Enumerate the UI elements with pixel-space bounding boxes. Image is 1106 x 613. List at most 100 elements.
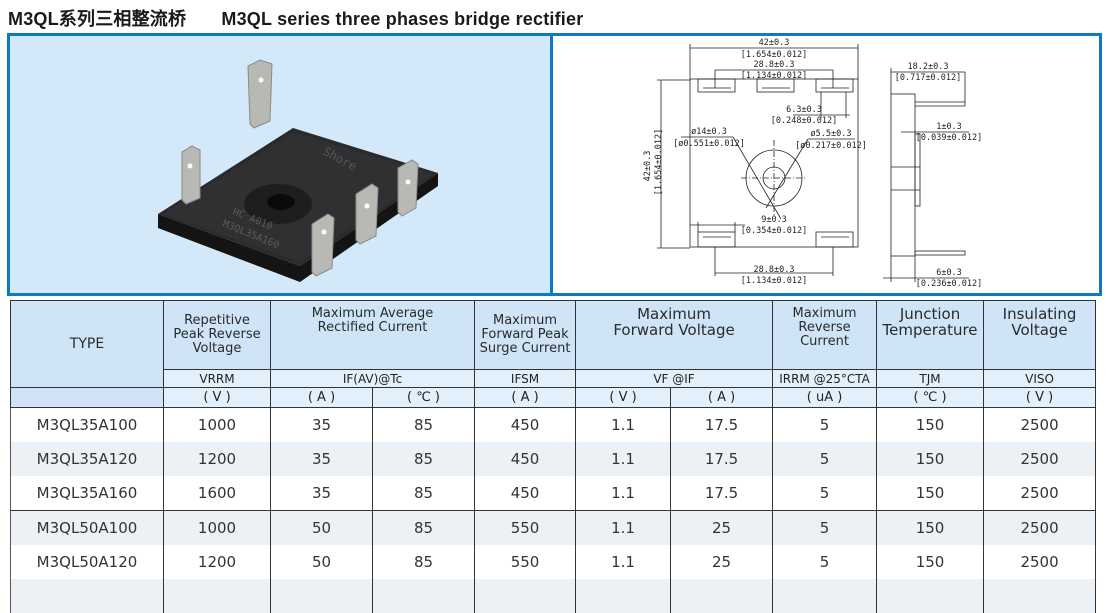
header-text: Insulating	[984, 306, 1095, 322]
cell-tj: 150	[877, 442, 984, 476]
symbol-row: VRRM IF(AV)@Tc IFSM VF @IF IRRM @25°CTA …	[11, 370, 1096, 388]
unit-cell: ( V )	[984, 388, 1096, 408]
header-ifsm: Maximum Forward Peak Surge Current	[475, 301, 576, 370]
cell-vrrm: 1200	[164, 442, 271, 476]
dim-top-width: 42±0.3	[759, 38, 790, 48]
dim-outer-dia-in: [ø0.551±0.012]	[673, 139, 745, 149]
header-tj: Junction Temperature	[877, 301, 984, 370]
header-text: Maximum Average	[271, 307, 474, 321]
cell-tc: 85	[373, 442, 475, 476]
symbol-ifsm: IFSM	[475, 370, 576, 388]
cell-viso	[984, 579, 1096, 613]
cell-vf: 1.1	[576, 408, 671, 443]
cell-ifsm: 450	[475, 476, 576, 511]
header-type: TYPE	[11, 301, 164, 388]
header-viso: Insulating Voltage	[984, 301, 1096, 370]
page-title: M3QL系列三相整流桥 M3QL series three phases bri…	[8, 5, 583, 31]
cell-type: M3QL35A120	[11, 442, 164, 476]
symbol-viso: VISO	[984, 370, 1096, 388]
unit-cell: ( ℃ )	[373, 388, 475, 408]
dim-height-in: [1.654±0.012]	[654, 129, 664, 196]
cell-vf-if: 17.5	[671, 408, 773, 443]
header-text: Surge Current	[475, 342, 575, 356]
dim-bottom-tab: 9±0.3	[761, 215, 787, 225]
symbol-ifav: IF(AV)@Tc	[271, 370, 475, 388]
cell-if	[271, 579, 373, 613]
dim-hole-dia: ø5.5±0.3	[811, 129, 852, 139]
header-text: Maximum	[773, 307, 876, 321]
cell-vf-if: 17.5	[671, 476, 773, 511]
unit-cell: ( A )	[271, 388, 373, 408]
symbol-vf: VF @IF	[576, 370, 773, 388]
cell-irrm: 5	[773, 476, 877, 511]
cell-vf-if: 25	[671, 511, 773, 546]
header-text: Maximum	[576, 306, 772, 322]
header-row: TYPE Repetitive Peak Reverse Voltage Max…	[11, 301, 1096, 370]
cell-type: M3QL50A120	[11, 545, 164, 579]
unit-cell: ( A )	[671, 388, 773, 408]
dim-bottom-tab-in: [0.354±0.012]	[741, 226, 808, 236]
cell-vf-if: 17.5	[671, 442, 773, 476]
header-irrm: Maximum Reverse Current	[773, 301, 877, 370]
cell-tj	[877, 579, 984, 613]
cell-viso: 2500	[984, 408, 1096, 443]
dim-top-pitch: 28.8±0.3	[754, 60, 795, 70]
header-vrrm: Repetitive Peak Reverse Voltage	[164, 301, 271, 370]
cell-tc: 85	[373, 408, 475, 443]
symbol-irrm: IRRM @25°CTA	[773, 370, 877, 388]
cell-tj: 150	[877, 545, 984, 579]
cell-vrrm: 1600	[164, 476, 271, 511]
product-panel: Shore HC A010 M3QL35A160	[7, 33, 1102, 296]
header-text: Rectified Current	[271, 321, 474, 335]
dimension-drawing: 42±0.3 [1.654±0.012] 28.8±0.3 [1.134±0.0…	[553, 36, 1099, 293]
dim-height: 42±0.3	[643, 151, 653, 182]
cell-viso: 2500	[984, 476, 1096, 511]
dim-side-body: 6±0.3	[936, 268, 962, 278]
cell-irrm: 5	[773, 408, 877, 443]
outline-drawing-svg: 42±0.3 [1.654±0.012] 28.8±0.3 [1.134±0.0…	[553, 36, 1099, 293]
cell-vrrm: 1000	[164, 408, 271, 443]
cell-ifsm: 450	[475, 408, 576, 443]
dim-top-width-in: [1.654±0.012]	[741, 50, 808, 60]
cell-tj: 150	[877, 476, 984, 511]
unit-row: ( V ) ( A ) ( ℃ ) ( A ) ( V ) ( A ) ( uA…	[11, 388, 1096, 408]
cell-tc: 85	[373, 545, 475, 579]
unit-type-blank	[11, 388, 164, 408]
header-text: Temperature	[877, 322, 983, 338]
cell-irrm: 5	[773, 511, 877, 546]
cell-vf-if: 25	[671, 545, 773, 579]
cell-ifsm	[475, 579, 576, 613]
cell-type: M3QL50A100	[11, 511, 164, 546]
cell-tj: 150	[877, 511, 984, 546]
cell-vf: 1.1	[576, 545, 671, 579]
header-text: Reverse Current	[773, 321, 876, 349]
cell-vrrm	[164, 579, 271, 613]
cell-if: 35	[271, 408, 373, 443]
dim-hole-dia-in: [ø0.217±0.012]	[795, 141, 867, 151]
title-english: M3QL series three phases bridge rectifie…	[221, 9, 583, 30]
cell-vf: 1.1	[576, 442, 671, 476]
cell-type	[11, 579, 164, 613]
cell-vf: 1.1	[576, 476, 671, 511]
header-text: Peak Reverse	[164, 328, 270, 342]
title-chinese: M3QL系列三相整流桥	[8, 5, 186, 31]
cell-vrrm: 1000	[164, 511, 271, 546]
unit-cell: ( V )	[576, 388, 671, 408]
dim-tab-width: 6.3±0.3	[786, 105, 822, 115]
dim-side-depth-in: [0.717±0.012]	[895, 73, 962, 83]
dim-side-step-in: [0.039±0.012]	[916, 133, 983, 143]
dim-bottom-pitch-in: [1.134±0.012]	[741, 276, 808, 286]
cell-vf	[576, 579, 671, 613]
header-text: Maximum	[475, 314, 575, 328]
cell-tc	[373, 579, 475, 613]
cell-if: 35	[271, 476, 373, 511]
unit-cell: ( ℃ )	[877, 388, 984, 408]
cell-ifsm: 550	[475, 545, 576, 579]
cell-if: 35	[271, 442, 373, 476]
